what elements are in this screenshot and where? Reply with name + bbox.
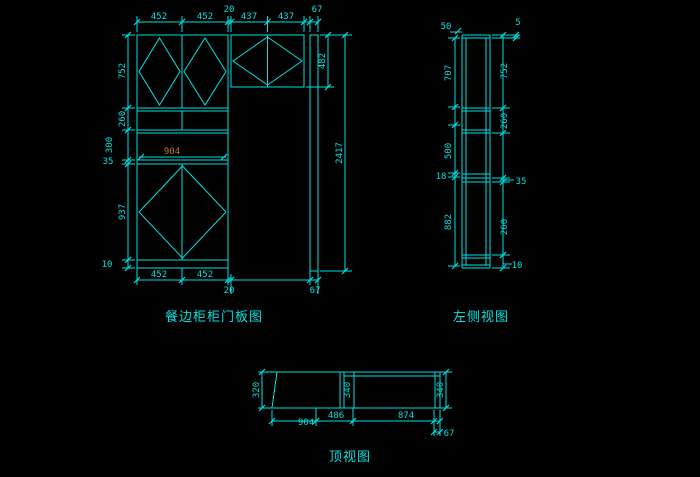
front-left-dim-2: 300	[105, 137, 115, 153]
side-left-dim-2: 500	[444, 143, 454, 159]
top-width-dim-3: 67	[444, 429, 455, 439]
top-view-dim-ticks	[258, 368, 450, 436]
side-left-dim-0: 50	[441, 22, 452, 32]
side-view-outline	[461, 34, 491, 269]
side-left-dim-3: 18	[436, 172, 447, 182]
front-view: 452 452 20 437 437 67 752 260 300 35 937…	[102, 5, 352, 325]
side-right-dim-5: 10	[512, 261, 523, 271]
front-bottom-dim-0: 452	[151, 270, 167, 280]
top-view: 320 340 340 904 486 874 67 顶视图	[252, 368, 455, 465]
front-bottom-dim-1: 452	[197, 270, 213, 280]
front-top-dim-0: 452	[151, 12, 167, 22]
front-left-dim-1: 260	[118, 111, 128, 127]
front-bottom-dim-3: 67	[310, 286, 321, 296]
top-depth-dim-0: 320	[252, 382, 262, 398]
side-view-dim-ticks	[451, 27, 520, 272]
front-left-dim-4: 937	[118, 204, 128, 220]
side-view-title: 左侧视图	[453, 310, 509, 325]
front-top-dim-2: 20	[224, 5, 235, 15]
front-top-dim-5: 67	[312, 5, 323, 15]
side-right-dim-1: 752	[500, 63, 510, 79]
side-left-dim-4: 882	[444, 214, 454, 230]
top-view-outline	[271, 371, 441, 409]
front-bottom-dim-2: 20	[224, 286, 235, 296]
top-width-dim-1: 486	[328, 411, 344, 421]
side-view-dimension-lines	[448, 31, 520, 269]
front-right-dim-1: 2417	[335, 142, 345, 164]
front-view-dim-ticks	[124, 18, 349, 284]
side-right-dim-3: 35	[516, 177, 527, 187]
top-depth-dim-1: 340	[343, 382, 353, 398]
front-top-dim-1: 452	[197, 12, 213, 22]
front-top-dim-3: 437	[241, 12, 257, 22]
front-top-dim-4: 437	[278, 12, 294, 22]
top-width-dim-0: 904	[298, 418, 314, 428]
front-left-dim-0: 752	[118, 63, 128, 79]
top-view-dimension-lines	[258, 371, 452, 436]
front-inner-width-dim: 904	[164, 147, 180, 157]
side-view: 50 707 500 18 882 5 752 260 35 260 10 左侧…	[436, 18, 527, 325]
front-view-diamond-panels	[138, 36, 303, 259]
front-left-dim-5: 10	[102, 260, 113, 270]
side-right-dim-0: 5	[515, 18, 520, 28]
top-view-title: 顶视图	[329, 450, 371, 465]
side-right-dim-4: 260	[500, 219, 510, 235]
front-view-title: 餐边柜柜门板图	[165, 309, 263, 325]
front-right-dim-0: 482	[318, 53, 328, 69]
side-right-dim-2: 260	[500, 113, 510, 129]
top-width-dim-2: 874	[398, 411, 414, 421]
side-left-dim-1: 707	[444, 65, 454, 81]
front-left-dim-3: 35	[103, 157, 114, 167]
top-depth-dim-2: 340	[436, 382, 446, 398]
